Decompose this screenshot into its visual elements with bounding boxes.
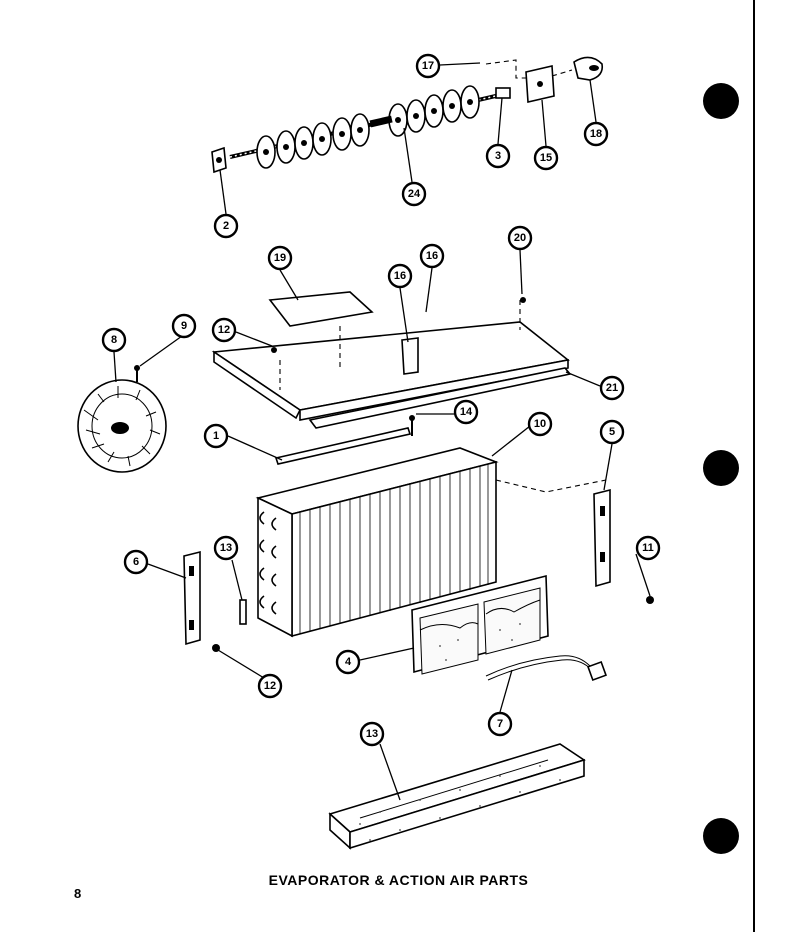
svg-text:19: 19 [274, 252, 286, 264]
callout-6: 6 [123, 549, 149, 575]
callout-3: 3 [485, 143, 511, 169]
side-brackets [183, 488, 611, 646]
punch-hole-top [703, 83, 739, 119]
svg-text:16: 16 [426, 250, 438, 262]
svg-text:10: 10 [534, 418, 546, 430]
callout-7: 7 [487, 711, 513, 737]
svg-text:16: 16 [394, 270, 406, 282]
svg-text:17: 17 [422, 60, 434, 72]
svg-text:4: 4 [345, 656, 352, 668]
callout-16b: 16 [419, 243, 445, 269]
svg-text:13: 13 [220, 542, 232, 554]
drain-pan [328, 743, 586, 850]
callout-11: 11 [635, 535, 661, 561]
svg-text:2: 2 [223, 220, 229, 232]
blower-wheel [77, 365, 167, 473]
svg-text:11: 11 [642, 542, 654, 554]
callout-22: 20 [507, 225, 533, 251]
svg-text:8: 8 [111, 334, 117, 346]
svg-text:20: 20 [514, 232, 526, 244]
svg-text:13: 13 [366, 728, 378, 740]
callout-24: 24 [401, 181, 427, 207]
callout-10: 10 [527, 411, 553, 437]
callout-8: 8 [101, 327, 127, 353]
callout-14: 13 [213, 535, 239, 561]
svg-text:15: 15 [540, 152, 552, 164]
callout-5: 5 [599, 419, 625, 445]
callout-17: 16 [387, 263, 413, 289]
callout-20: 17 [415, 53, 441, 79]
punch-hole-middle [703, 450, 739, 486]
svg-text:18: 18 [590, 128, 602, 140]
callout-2: 2 [213, 213, 239, 239]
svg-text:14: 14 [460, 406, 473, 418]
callout-1: 1 [203, 423, 229, 449]
svg-text:1: 1 [213, 430, 219, 442]
svg-text:7: 7 [497, 718, 503, 730]
svg-text:9: 9 [181, 320, 187, 332]
svg-text:3: 3 [495, 150, 501, 162]
callout-12a: 12 [211, 317, 237, 343]
svg-text:12: 12 [218, 324, 230, 336]
callout-16a: 15 [533, 145, 559, 171]
seal-strip [274, 427, 412, 465]
top-panel-assembly [211, 291, 572, 436]
callout-12b: 12 [257, 673, 283, 699]
callout-9: 9 [171, 313, 197, 339]
svg-text:21: 21 [606, 382, 618, 394]
disc-shaft-assembly [211, 56, 604, 174]
svg-text:5: 5 [609, 426, 615, 438]
evaporator-coil [255, 447, 607, 638]
diagram-caption: EVAPORATOR & ACTION AIR PARTS [268, 872, 529, 888]
callout-23: 21 [599, 375, 625, 401]
callout-markers: 17 2 24 3 15 18 19 16 16 20 12 21 8 9 14… [101, 53, 661, 747]
callout-4: 4 [335, 649, 361, 675]
svg-text:12: 12 [264, 680, 276, 692]
filter-frame [411, 574, 549, 675]
callout-13: 13 [359, 721, 385, 747]
svg-text:6: 6 [133, 556, 139, 568]
wire-harness [485, 655, 607, 681]
page-number: 8 [74, 886, 82, 901]
leader-lines [113, 62, 651, 801]
callout-19: 19 [267, 245, 293, 271]
svg-text:24: 24 [408, 188, 421, 200]
callout-15: 14 [453, 399, 479, 425]
callout-21: 18 [583, 121, 609, 147]
punch-hole-bottom [703, 818, 739, 854]
